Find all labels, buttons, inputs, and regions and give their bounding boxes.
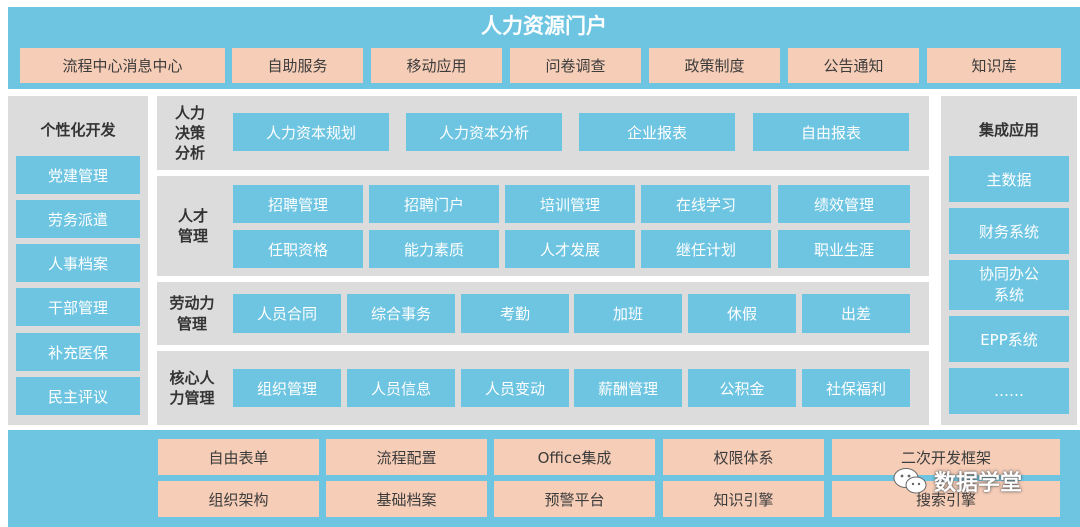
left-item-supplementary-insurance[interactable]: 补充医保	[16, 333, 140, 371]
cell-career-path[interactable]: 职业生涯	[778, 230, 910, 268]
cell-performance-management[interactable]: 绩效管理	[778, 185, 910, 223]
row-core-hr-management: 核心人力管理 组织管理 人员信息 人员变动 薪酬管理 公积金 社保福利	[157, 351, 929, 425]
cell-general-affairs[interactable]: 综合事务	[347, 294, 455, 333]
cell-enterprise-reports[interactable]: 企业报表	[579, 113, 735, 151]
left-item-democratic-evaluation[interactable]: 民主评议	[16, 377, 140, 415]
cell-personnel-contract[interactable]: 人员合同	[233, 294, 341, 333]
nav-item-announcements[interactable]: 公告通知	[788, 48, 919, 83]
cell-overtime[interactable]: 加班	[574, 294, 682, 333]
cell-personnel-info[interactable]: 人员信息	[347, 369, 455, 407]
cell-business-trip[interactable]: 出差	[802, 294, 910, 333]
nav-item-knowledge-base[interactable]: 知识库	[927, 48, 1061, 83]
nav-item-mobile-apps[interactable]: 移动应用	[371, 48, 502, 83]
left-item-cadre-management[interactable]: 干部管理	[16, 288, 140, 326]
wechat-icon	[893, 468, 927, 494]
left-column-title: 个性化开发	[40, 120, 116, 139]
right-item-more[interactable]: ……	[949, 368, 1069, 414]
cell-personnel-changes[interactable]: 人员变动	[461, 369, 569, 407]
platform-free-form[interactable]: 自由表单	[158, 439, 319, 475]
cell-hr-capital-planning[interactable]: 人力资本规划	[233, 113, 389, 151]
platform-permission-system[interactable]: 权限体系	[663, 439, 824, 475]
watermark: 数据学堂	[892, 466, 1022, 496]
portal-band: 人力资源门户 流程中心消息中心 自助服务 移动应用 问卷调查 政策制度 公告通知…	[8, 7, 1080, 89]
cell-online-learning[interactable]: 在线学习	[641, 185, 771, 223]
platform-band: 自由表单 流程配置 Office集成 权限体系 二次开发框架 组织架构 基础档案…	[8, 430, 1080, 527]
cell-attendance[interactable]: 考勤	[461, 294, 569, 333]
row-label-talent-management: 人才管理	[177, 206, 208, 245]
row-decision-analysis: 人力决策分析 人力资本规划 人力资本分析 企业报表 自由报表	[157, 96, 929, 170]
cell-recruitment-portal[interactable]: 招聘门户	[369, 185, 499, 223]
right-item-collaboration-system[interactable]: 协同办公系统	[949, 260, 1069, 310]
cell-hr-capital-analysis[interactable]: 人力资本分析	[406, 113, 562, 151]
platform-office-integration[interactable]: Office集成	[494, 439, 655, 475]
platform-basic-archives[interactable]: 基础档案	[326, 481, 487, 517]
platform-search-engine[interactable]: 搜索引擎	[832, 481, 1060, 517]
nav-item-policies[interactable]: 政策制度	[649, 48, 780, 83]
platform-process-config[interactable]: 流程配置	[326, 439, 487, 475]
platform-alert-platform[interactable]: 预警平台	[494, 481, 655, 517]
cell-job-qualification[interactable]: 任职资格	[233, 230, 363, 268]
cell-housing-fund[interactable]: 公积金	[688, 369, 796, 407]
portal-title: 人力资源门户	[481, 14, 607, 38]
right-column-title: 集成应用	[978, 120, 1039, 139]
cell-talent-development[interactable]: 人才发展	[505, 230, 635, 268]
cell-social-security[interactable]: 社保福利	[802, 369, 910, 407]
cell-succession-plan[interactable]: 继任计划	[641, 230, 771, 268]
platform-knowledge-engine[interactable]: 知识引擎	[663, 481, 824, 517]
cell-free-reports[interactable]: 自由报表	[753, 113, 909, 151]
left-column: 个性化开发 党建管理 劳务派遣 人事档案 干部管理 补充医保 民主评议	[8, 96, 148, 425]
row-label-decision-analysis: 人力决策分析	[175, 103, 206, 163]
nav-item-self-service[interactable]: 自助服务	[232, 48, 363, 83]
right-item-finance-system[interactable]: 财务系统	[949, 208, 1069, 254]
right-column: 集成应用 主数据 财务系统 协同办公系统 EPP系统 ……	[941, 96, 1077, 425]
nav-item-survey[interactable]: 问卷调查	[510, 48, 641, 83]
watermark-text: 数据学堂	[934, 471, 1023, 496]
right-item-epp-system[interactable]: EPP系统	[949, 316, 1069, 362]
platform-org-structure[interactable]: 组织架构	[158, 481, 319, 517]
cell-leave[interactable]: 休假	[688, 294, 796, 333]
cell-recruitment-management[interactable]: 招聘管理	[233, 185, 363, 223]
row-workforce-management: 劳动力管理 人员合同 综合事务 考勤 加班 休假 出差	[157, 282, 929, 345]
row-label-core-hr-management: 核心人力管理	[169, 368, 215, 407]
nav-item-process-center[interactable]: 流程中心消息中心	[20, 48, 225, 83]
left-item-party-building[interactable]: 党建管理	[16, 156, 140, 194]
cell-compensation-management[interactable]: 薪酬管理	[574, 369, 682, 407]
row-talent-management: 人才管理 招聘管理 招聘门户 培训管理 在线学习 绩效管理 任职资格 能力素质 …	[157, 176, 929, 276]
right-item-master-data[interactable]: 主数据	[949, 156, 1069, 202]
left-item-labor-dispatch[interactable]: 劳务派遣	[16, 200, 140, 238]
left-item-personnel-files[interactable]: 人事档案	[16, 244, 140, 282]
cell-competency[interactable]: 能力素质	[369, 230, 499, 268]
platform-dev-framework[interactable]: 二次开发框架	[832, 439, 1060, 475]
row-label-workforce-management: 劳动力管理	[169, 294, 215, 333]
cell-organization-management[interactable]: 组织管理	[233, 369, 341, 407]
cell-training-management[interactable]: 培训管理	[505, 185, 635, 223]
